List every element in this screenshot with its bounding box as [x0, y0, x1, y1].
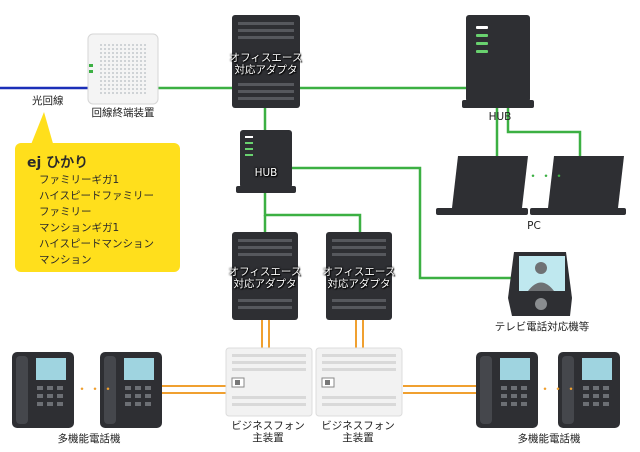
pc-label: PC: [527, 220, 541, 232]
office-adapter-lower-right-label: オフィスエース 対応アダプタ: [322, 266, 396, 290]
phone-lines: [162, 320, 478, 394]
multi-phone-right-label: 多機能電話機: [517, 433, 581, 445]
video-phone: [508, 252, 572, 316]
plan-item: ファミリーギガ1: [39, 174, 120, 186]
callout-title: ej ひかり: [27, 155, 89, 171]
business-phone-right-label: ビジネスフォン 主装置: [321, 420, 395, 444]
callout-pointer: [30, 112, 54, 147]
service-plan-callout: ej ひかり ファミリーギガ1 ハイスピードファミリー ファミリー マンションギ…: [15, 143, 180, 272]
hub-tower: [462, 15, 534, 108]
plan-item: ファミリー: [39, 206, 92, 218]
multi-phone-left-label: 多機能電話機: [57, 433, 121, 445]
plan-item: ハイスピードマンション: [39, 238, 154, 250]
office-adapter-top-label: オフィスエース 対応アダプタ: [229, 52, 303, 76]
pc-left: [436, 156, 528, 215]
onu-device: [87, 33, 159, 105]
optical-line-label: 光回線: [32, 95, 64, 107]
business-phone-unit-left: [225, 347, 313, 417]
phone-ellipsis-right: ・・・: [539, 382, 579, 396]
business-phone-unit-right: [315, 347, 403, 417]
plan-list: ファミリーギガ1 ハイスピードファミリー ファミリー マンションギガ1 ハイスピ…: [39, 172, 154, 268]
phone-ellipsis-left: ・・・: [76, 382, 116, 396]
desk-phone-3: [476, 352, 538, 428]
plan-item: ハイスピードファミリー: [39, 190, 154, 202]
desk-phone-1: [12, 352, 74, 428]
plan-item: マンション: [39, 254, 92, 266]
lan-hub2-adapters: [263, 192, 362, 232]
hub-tower-label: HUB: [488, 111, 512, 123]
pc-right: [530, 156, 626, 215]
lan-hub1-pc2: [506, 108, 582, 158]
onu-label: 回線終端装置: [91, 107, 155, 119]
plan-item: マンションギガ1: [39, 222, 120, 234]
office-adapter-top: [232, 15, 300, 108]
office-adapter-lower-left-label: オフィスエース 対応アダプタ: [228, 266, 302, 290]
video-phone-label: テレビ電話対応機等: [494, 321, 590, 333]
office-adapter-lower-right: [326, 232, 392, 320]
hub-middle: [236, 130, 296, 193]
pc-ellipsis: ・・・: [527, 169, 567, 183]
office-adapter-lower-left: [232, 232, 298, 320]
desk-phone-4: [558, 352, 620, 428]
hub-middle-label: HUB: [254, 167, 278, 179]
desk-phone-2: [100, 352, 162, 428]
lan-hub2-video: [292, 166, 512, 280]
business-phone-left-label: ビジネスフォン 主装置: [231, 420, 305, 444]
